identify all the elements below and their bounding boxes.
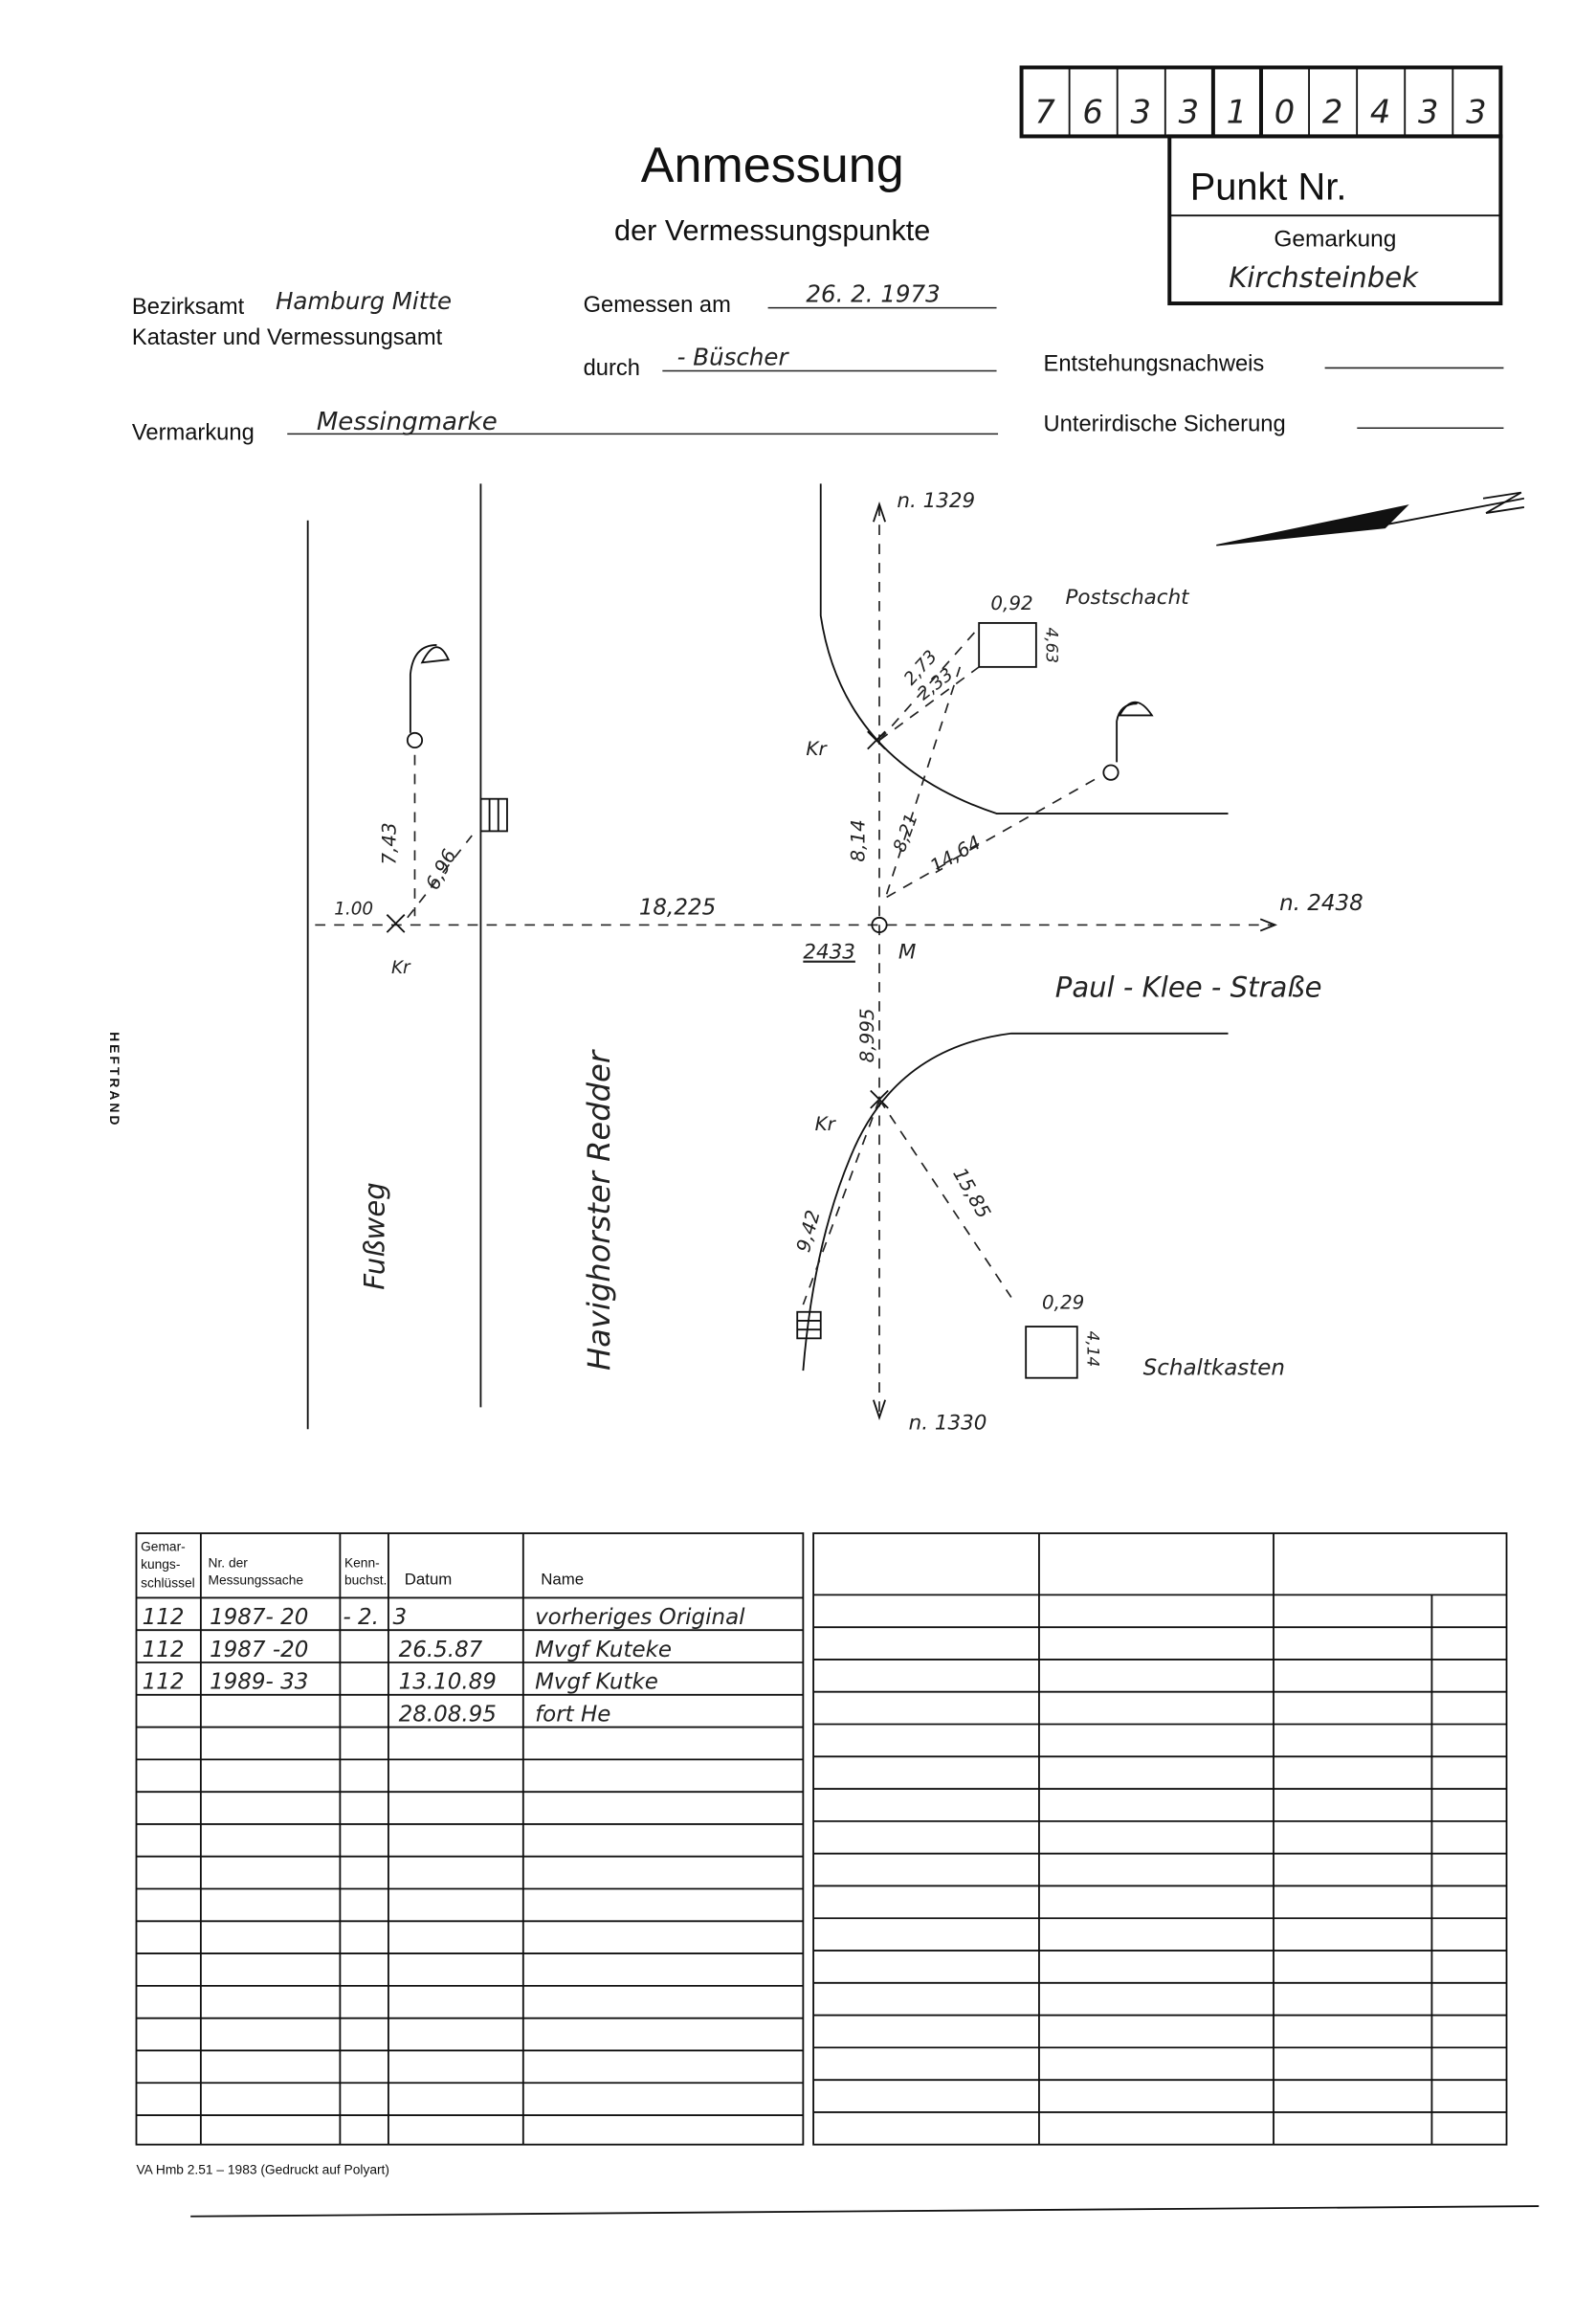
table-cell-nr: 1987- 20 bbox=[210, 1605, 308, 1630]
table-cell-datum: 3 bbox=[393, 1605, 408, 1630]
point-number-digit: 2 bbox=[1322, 94, 1342, 131]
header-kenn: Kenn- bbox=[344, 1555, 380, 1570]
postschacht-box-icon bbox=[978, 622, 1037, 668]
bezirksamt-label: Bezirksamt bbox=[132, 295, 245, 320]
table-cell-schluessel: 112 bbox=[143, 1605, 185, 1630]
bezirksamt-value: Hamburg Mitte bbox=[276, 287, 452, 315]
point-number-digit: 0 bbox=[1275, 94, 1295, 131]
distance-label: 9,42 bbox=[792, 1208, 825, 1255]
steps-icon bbox=[796, 1310, 822, 1340]
header-name: Name bbox=[541, 1571, 584, 1589]
distance-label: 8,14 bbox=[848, 819, 870, 861]
north-direction-arrow-icon bbox=[1216, 491, 1525, 546]
street-name-paul-klee: Paul - Klee - Straße bbox=[1055, 970, 1322, 1003]
vermarkung-value: Messingmarke bbox=[317, 408, 498, 436]
header-gemarkung: kungs- bbox=[141, 1557, 180, 1572]
kr-label: Kr bbox=[806, 738, 828, 760]
fussweg-label: Fußweg bbox=[358, 1182, 390, 1289]
point-number-digit: 3 bbox=[1418, 94, 1438, 131]
durch-value: - Büscher bbox=[677, 343, 790, 370]
street-lamp-icon bbox=[409, 643, 437, 733]
distance-label: 8,21 bbox=[890, 811, 922, 855]
distance-label: 6,96 bbox=[422, 846, 461, 894]
north-arrow-icon bbox=[873, 501, 887, 523]
entstehung-label: Entstehungsnachweis bbox=[1044, 351, 1265, 376]
page-title: Anmessung bbox=[641, 138, 904, 193]
table-cell-nr: 1989- 33 bbox=[210, 1670, 308, 1695]
kataster-label: Kataster und Vermessungsamt bbox=[132, 325, 443, 350]
table-cell-datum: 13.10.89 bbox=[399, 1670, 497, 1695]
durch-label: durch bbox=[584, 356, 640, 381]
table-cell-name: Mvgf Kuteke bbox=[535, 1638, 672, 1662]
point-number-digit: 3 bbox=[1466, 94, 1486, 131]
east-ref: n. 2438 bbox=[1279, 891, 1363, 916]
distance-label: 4,63 bbox=[1043, 628, 1062, 663]
table-cell-nr: 1987 -20 bbox=[210, 1638, 308, 1662]
distance-label: 4,14 bbox=[1083, 1331, 1102, 1367]
table-cell-datum: 28.08.95 bbox=[399, 1702, 497, 1727]
south-arrow-icon bbox=[873, 1399, 887, 1420]
table-cell-datum: 26.5.87 bbox=[399, 1638, 483, 1662]
table-cell-kenn: - 2. bbox=[343, 1605, 379, 1630]
point-number-digit: 3 bbox=[1131, 94, 1151, 131]
kr-label: Kr bbox=[391, 958, 411, 978]
sicherung-label: Unterirdische Sicherung bbox=[1044, 412, 1286, 436]
street-lamp-icon bbox=[1116, 702, 1138, 763]
gemessen-label: Gemessen am bbox=[584, 293, 731, 318]
postschacht-label: Postschacht bbox=[1066, 586, 1191, 610]
distance-label: 8,995 bbox=[856, 1008, 878, 1062]
street-name-havighorster: Havighorster Redder bbox=[581, 1049, 617, 1371]
center-point-marker-icon bbox=[871, 916, 888, 934]
table-cell-name: fort He bbox=[535, 1702, 610, 1727]
table-cell-schluessel: 112 bbox=[143, 1670, 185, 1695]
page-subtitle: der Vermessungspunkte bbox=[614, 214, 930, 247]
gemarkung-label: Gemarkung bbox=[1274, 226, 1396, 252]
header-nr: Messungssache bbox=[209, 1573, 304, 1588]
point-number-digit: 6 bbox=[1082, 94, 1102, 131]
gemessen-value: 26. 2. 1973 bbox=[806, 280, 940, 308]
point-number-digit: 4 bbox=[1370, 94, 1390, 131]
table-cell-schluessel: 112 bbox=[143, 1638, 185, 1662]
footer-form-id: VA Hmb 2.51 – 1983 (Gedruckt auf Polyart… bbox=[136, 2162, 388, 2176]
header-gemarkung: schlüssel bbox=[141, 1576, 195, 1591]
table-cell-name: Mvgf Kutke bbox=[535, 1670, 658, 1695]
distance-label: 1.00 bbox=[334, 900, 373, 920]
distance-label: 7,43 bbox=[379, 822, 401, 864]
survey-sketch: n. 1329 n. 1330 n. 2438 2433 M Kr Kr Kr … bbox=[306, 483, 1525, 1435]
header-datum: Datum bbox=[405, 1571, 453, 1589]
distance-label: 0,29 bbox=[1042, 1292, 1084, 1314]
header-gemarkung: Gemar- bbox=[141, 1539, 186, 1553]
point-number-digit: 1 bbox=[1227, 94, 1247, 131]
header-nr: Nr. der bbox=[209, 1555, 249, 1570]
punkt-label: Punkt Nr. bbox=[1190, 166, 1347, 208]
gemarkung-value: Kirchsteinbek bbox=[1229, 261, 1419, 294]
distance-label: 14,64 bbox=[926, 832, 985, 878]
point-number-digit: 3 bbox=[1179, 94, 1199, 131]
heftrand-label: HEFTRAND bbox=[107, 1032, 122, 1127]
center-id: 2433 bbox=[803, 941, 855, 965]
kr-label: Kr bbox=[815, 1113, 837, 1135]
distance-label: 0,92 bbox=[990, 592, 1032, 614]
north-ref: n. 1329 bbox=[897, 489, 975, 513]
vermarkung-label: Vermarkung bbox=[132, 420, 255, 445]
steps-icon bbox=[479, 797, 508, 833]
south-ref: n. 1330 bbox=[909, 1411, 987, 1435]
punkt-box: Punkt Nr. Gemarkung Kirchsteinbek bbox=[1167, 134, 1503, 306]
table-cell-name: vorheriges Original bbox=[535, 1605, 745, 1630]
point-number-digit: 7 bbox=[1034, 94, 1055, 131]
history-table: Gemar- kungs- schlüssel Nr. der Messungs… bbox=[135, 1532, 1508, 2146]
schaltkasten-label: Schaltkasten bbox=[1143, 1356, 1285, 1381]
center-label: M bbox=[898, 941, 917, 965]
schaltkasten-box-icon bbox=[1025, 1326, 1078, 1379]
header-kenn: buchst. bbox=[344, 1573, 387, 1588]
distance-label: 18,225 bbox=[639, 896, 716, 921]
